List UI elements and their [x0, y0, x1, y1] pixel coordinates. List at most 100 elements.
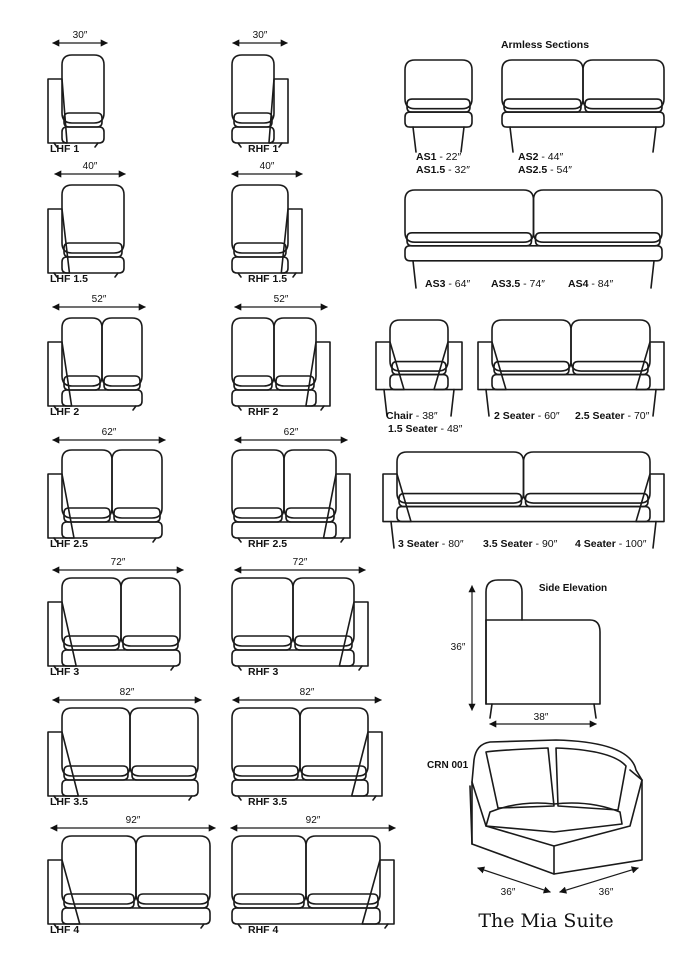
lhf-unit-4-base: [61, 521, 163, 539]
chair-sofa-arm-right: [433, 341, 463, 391]
corner-back-right: [555, 747, 627, 811]
s25-label: 2.5 Seater - 70″: [575, 410, 650, 422]
as2-sofa: [501, 59, 665, 153]
rhf-unit-3-arm: [305, 341, 331, 407]
lhf-unit-2: [47, 184, 125, 278]
lhf-unit-6-leg: [188, 795, 193, 801]
as3-sofa-back-cushion: [532, 189, 663, 243]
s3-label-size: 80″: [448, 538, 464, 550]
as3-sofa-base: [404, 245, 663, 262]
seater3-sofa-back-cushion: [522, 451, 651, 504]
lhf-unit-7-leg: [53, 923, 58, 929]
rhf-unit-6-arm: [350, 731, 383, 797]
rhf-unit-6-leg: [237, 795, 242, 801]
lhf-unit-3-leg: [53, 405, 58, 411]
s2-label-size: 60″: [544, 410, 560, 422]
rhf-code-7: RHF 4: [248, 924, 278, 936]
s35-label-dash: -: [533, 538, 542, 550]
lhf-unit-2-arm: [47, 208, 71, 274]
as15-label: AS1.5 - 32″: [416, 164, 470, 176]
lhf-unit-7: [47, 835, 211, 929]
rhf-unit-7-leg: [384, 923, 389, 929]
chair-label-size: 38″: [422, 410, 438, 422]
lhf-unit-1-leg: [94, 142, 99, 148]
as3-label: AS3 - 64″: [425, 278, 470, 290]
corner-base-edges: [471, 779, 643, 875]
lhf-unit-7-back-cushion: [61, 835, 137, 905]
rhf-unit-6: [231, 707, 383, 801]
lhf-unit-5-arm: [47, 601, 77, 667]
as1-sofa: [404, 59, 473, 153]
lhf-unit-1-arm: [47, 78, 68, 144]
as2-label-code: AS2: [518, 151, 539, 163]
lhf-unit-7-back-cushion: [135, 835, 211, 905]
rhf-unit-7-arm: [361, 859, 395, 925]
lhf-unit-6-back-cushion: [129, 707, 199, 777]
rhf-unit-3: [231, 317, 331, 411]
lhf-unit-6-leg: [53, 795, 58, 801]
as35-label-code: AS3.5: [491, 278, 520, 290]
seater3-sofa-back-cushion: [396, 451, 525, 504]
lhf-unit-2-back-cushion: [61, 184, 125, 254]
as3-sofa-leg: [412, 260, 417, 289]
as1-sofa-base: [404, 111, 473, 128]
rhf-width-5-label: 72″: [293, 557, 308, 568]
rhf-unit-3-leg: [320, 405, 325, 411]
corner-arms: [469, 769, 643, 845]
seater2-sofa-back-cushion: [491, 319, 572, 372]
seater2-sofa-back-cushion: [570, 319, 651, 372]
s35-label-size: 90″: [542, 538, 558, 550]
as25-label-code: AS2.5: [518, 164, 547, 176]
elevation-depth-label: 38″: [534, 712, 549, 723]
lhf-unit-2-leg: [114, 272, 119, 278]
lhf-unit-4: [47, 449, 163, 543]
as4-label-size: 84″: [598, 278, 614, 290]
as2-label-size: 44″: [548, 151, 564, 163]
as3-sofa-leg: [650, 260, 655, 289]
as1-label-size: 22″: [446, 151, 462, 163]
lhf-code-3: LHF 2: [50, 406, 79, 418]
lhf-unit-1-back-cushion: [61, 54, 105, 124]
corner-unit-drawing: [469, 739, 643, 875]
as1-label-code: AS1: [416, 151, 437, 163]
lhf-unit-6-back-cushion: [61, 707, 131, 777]
lhf-width-4-label: 62″: [102, 427, 117, 438]
s2-label-dash: -: [535, 410, 544, 422]
rhf-unit-4-arm: [322, 473, 351, 539]
rhf-unit-6-back-cushion: [299, 707, 369, 777]
as25-label-dash: -: [547, 164, 556, 176]
lhf-width-3-label: 52″: [92, 294, 107, 305]
lhf-unit-6-base: [61, 779, 199, 797]
lhf-code-4: LHF 2.5: [50, 538, 88, 550]
s4-label-dash: -: [616, 538, 625, 550]
seater3-sofa-arm-left: [382, 473, 412, 523]
rhf-unit-4-back-cushion: [283, 449, 337, 519]
as3-label-size: 64″: [455, 278, 471, 290]
s25-label-code: 2.5 Seater: [575, 410, 625, 422]
lhf-unit-5-base: [61, 649, 181, 667]
as2-label-dash: -: [538, 151, 547, 163]
lhf-unit-3-back-cushion: [101, 317, 143, 387]
as3-label-code: AS3: [425, 278, 446, 290]
rhf-code-3: RHF 2: [248, 406, 278, 418]
lhf-code-2: LHF 1.5: [50, 273, 88, 285]
as35-label-dash: -: [520, 278, 529, 290]
rhf-code-6: RHF 3.5: [248, 796, 287, 808]
elevation-height-label: 36″: [451, 642, 466, 653]
corner-seat: [485, 802, 623, 833]
as4-label-dash: -: [588, 278, 597, 290]
rhf-width-3-label: 52″: [274, 294, 289, 305]
lhf-unit-4-back-cushion: [61, 449, 113, 519]
lhf-unit-3-arm: [47, 341, 73, 407]
side-elevation-drawing: [485, 579, 601, 719]
lhf-width-1-label: 30″: [73, 30, 88, 41]
seater2-sofa: [477, 319, 665, 417]
lhf-unit-4-arm: [47, 473, 75, 539]
s25-label-dash: -: [625, 410, 634, 422]
as2-sofa-leg: [509, 126, 514, 153]
rhf-code-2: RHF 1.5: [248, 273, 287, 285]
as4-label: AS4 - 84″: [568, 278, 613, 290]
chair15-label-code: 1.5 Seater: [388, 423, 438, 435]
seater2-sofa-arm-left: [477, 341, 507, 391]
